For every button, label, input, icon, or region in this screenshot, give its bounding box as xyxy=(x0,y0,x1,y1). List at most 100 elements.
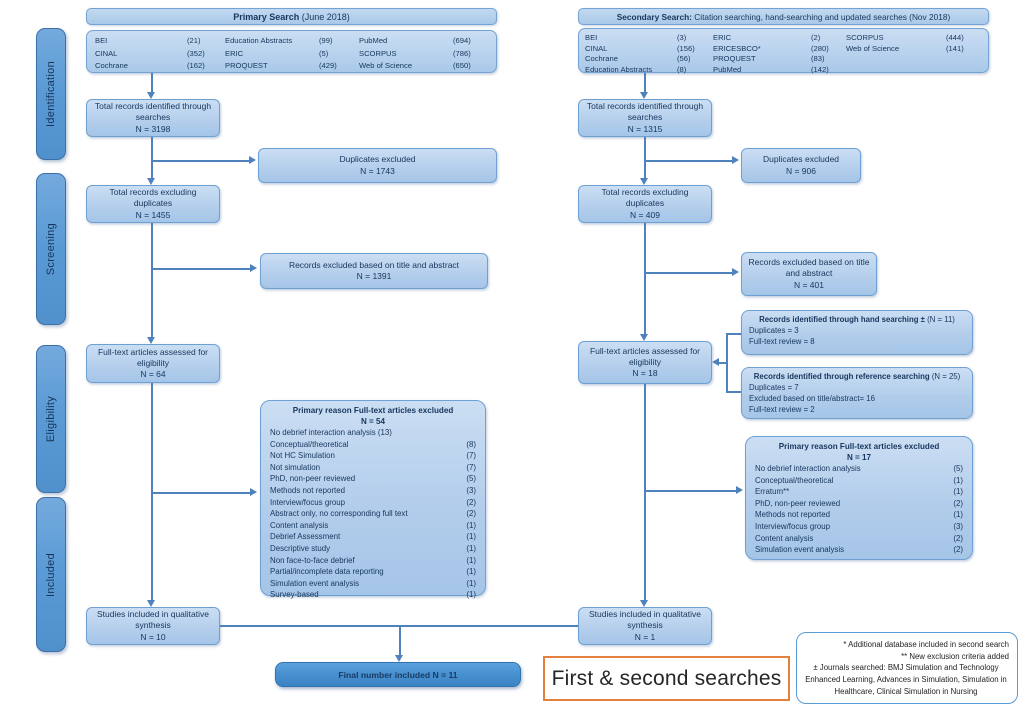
database-count: (786) xyxy=(453,48,471,58)
connector-left-duplicates-branch xyxy=(152,160,249,162)
reason-label: Interview/focus group xyxy=(270,497,345,507)
box-n: N = 401 xyxy=(793,279,824,290)
box-n: N = 906 xyxy=(785,165,816,176)
connector-left-identified-to-dedup xyxy=(151,137,153,178)
reason-label: Erratum** xyxy=(755,487,790,497)
connector-left-dedup-to-fulltext xyxy=(151,223,153,337)
reason-count: (2) xyxy=(953,533,963,543)
database-entry: Web of Science(650) xyxy=(359,60,491,73)
box-n: N = 1391 xyxy=(356,271,392,281)
reason-label: Descriptive study xyxy=(270,543,331,553)
reason-label: No debrief interaction analysis xyxy=(755,464,861,473)
box-text: Total records identified through searche… xyxy=(94,101,212,123)
reason-count: (1) xyxy=(466,543,476,553)
database-entry: ERIC(5) xyxy=(225,48,355,61)
secondary-duplicates-excluded-box: Duplicates excluded N = 906 xyxy=(741,148,861,183)
reason-item: Conceptual/theoretical(8) xyxy=(270,439,476,451)
database-count: (352) xyxy=(187,48,205,58)
database-count: (3) xyxy=(677,33,687,42)
reason-item: Simulation event analysis(1) xyxy=(270,578,476,590)
reason-item: Erratum** (1) xyxy=(755,486,963,498)
database-count: (162) xyxy=(187,61,205,71)
database-count: (444) xyxy=(946,33,964,42)
reason-label: Content analysis xyxy=(755,533,814,543)
secondary-search-subtitle: Citation searching, hand-searching and u… xyxy=(691,11,951,22)
reference-searching-title: Records identified through reference sea… xyxy=(749,371,965,382)
reason-label: Methods not reported xyxy=(755,510,831,520)
hand-searching-title-n: (N = 11) xyxy=(924,315,955,324)
reason-label: Simulation event analysis xyxy=(270,578,360,588)
box-text: Full-text articles assessed for eligibil… xyxy=(589,345,701,367)
hand-searching-title: Records identified through hand searchin… xyxy=(749,314,965,325)
database-entry: BEI(3) xyxy=(585,33,711,44)
reason-count: (1) xyxy=(466,555,476,565)
box-n: N = 10 xyxy=(140,631,166,642)
arrowhead-left-identified xyxy=(147,92,155,99)
database-count: (2) xyxy=(811,33,821,42)
database-entry: Education Abstracts(99) xyxy=(225,35,355,48)
secondary-excluding-duplicates-box: Total records excluding duplicates N = 4… xyxy=(578,185,712,223)
connector-bracket-top-stub xyxy=(726,333,741,335)
primary-fulltext-assessed-box: Full-text articles assessed for eligibil… xyxy=(86,344,220,383)
database-entry: ERIC(2) xyxy=(713,33,843,44)
reason-item: Interview/focus group(2) xyxy=(270,497,476,509)
reason-count: (7) xyxy=(466,462,476,472)
box-n: N = 1 xyxy=(634,631,656,642)
box-n: N = 1743 xyxy=(360,165,395,176)
box-text: Studies included in qualitative synthesi… xyxy=(589,609,701,631)
stage-label-screening: Screening xyxy=(45,222,57,276)
database-count: (21) xyxy=(187,36,201,45)
reason-item: No debrief interaction analysis (13) xyxy=(270,427,476,439)
primary-db-col2: Education Abstracts(99)ERIC(5)PROQUEST(4… xyxy=(225,35,355,73)
reason-count: (5) xyxy=(953,464,963,473)
reference-searching-title-n: (N = 25) xyxy=(929,372,961,381)
reasons-title: Primary reason Full-text articles exclud… xyxy=(292,406,454,415)
database-entry: Cochrane(56) xyxy=(585,54,711,65)
database-name: Cochrane xyxy=(95,61,128,71)
reason-label: Not HC Simulation xyxy=(270,451,335,461)
arrowhead-left-reasons xyxy=(250,488,257,496)
caption-text: First & second searches xyxy=(551,666,782,690)
connector-bracket-to-fulltext xyxy=(719,362,727,364)
database-count: (56) xyxy=(677,54,691,64)
primary-databases-box: BEI(21)CINAL (352) Cochrane (162) Education… xyxy=(86,30,497,73)
secondary-search-header: Secondary Search: Citation searching, ha… xyxy=(578,8,989,25)
database-name: ERIC xyxy=(225,48,244,58)
primary-duplicates-excluded-box: Duplicates excluded N = 1743 xyxy=(258,148,497,183)
database-name: PROQUEST xyxy=(225,61,268,71)
primary-exclusion-reasons-box: Primary reason Full-text articles exclud… xyxy=(260,400,486,599)
arrowhead-right-identified xyxy=(640,92,648,99)
database-name: SCORPUS xyxy=(359,48,397,58)
reason-count: (1) xyxy=(953,487,963,497)
database-name: ERICESBCO* xyxy=(713,43,761,53)
database-count: (83) xyxy=(811,54,825,64)
box-n: N = 1315 xyxy=(627,123,663,134)
database-name: CINAL xyxy=(95,48,118,58)
stage-label-eligibility: Eligibility xyxy=(45,395,57,443)
arrowhead-left-qualitative xyxy=(147,600,155,607)
connector-right-fulltext-to-qualitative xyxy=(644,384,646,600)
database-entry: PubMed(694) xyxy=(359,35,491,48)
reason-item: Descriptive study (1) xyxy=(270,543,476,555)
database-entry: Cochrane (162) xyxy=(95,60,223,73)
reasons-n: N = 17 xyxy=(846,452,872,462)
database-count: (156) xyxy=(677,43,695,53)
database-count: (99) xyxy=(319,36,333,45)
reason-label: Non face-to-face debrief xyxy=(270,555,355,565)
reason-item: Survey-based(1) xyxy=(270,589,476,601)
database-name: Web of Science xyxy=(359,61,413,71)
arrowhead-right-duplicates xyxy=(732,156,739,164)
reasons-list: No debrief interaction analysis(5)Concep… xyxy=(755,463,963,556)
stage-band-eligibility: Eligibility xyxy=(36,345,66,493)
secondary-total-identified-box: Total records identified through searche… xyxy=(578,99,712,137)
database-count: (142) xyxy=(811,64,829,74)
reason-label: Abstract only, no corresponding full tex… xyxy=(270,509,408,519)
reason-count: (7) xyxy=(466,451,476,461)
arrowhead-left-duplicates xyxy=(249,156,256,164)
stage-label-included: Included xyxy=(45,552,57,597)
database-name: SCORPUS xyxy=(846,33,884,42)
database-entry: BEI(21) xyxy=(95,35,223,48)
hand-searching-line: Duplicates = 3 xyxy=(749,326,799,335)
